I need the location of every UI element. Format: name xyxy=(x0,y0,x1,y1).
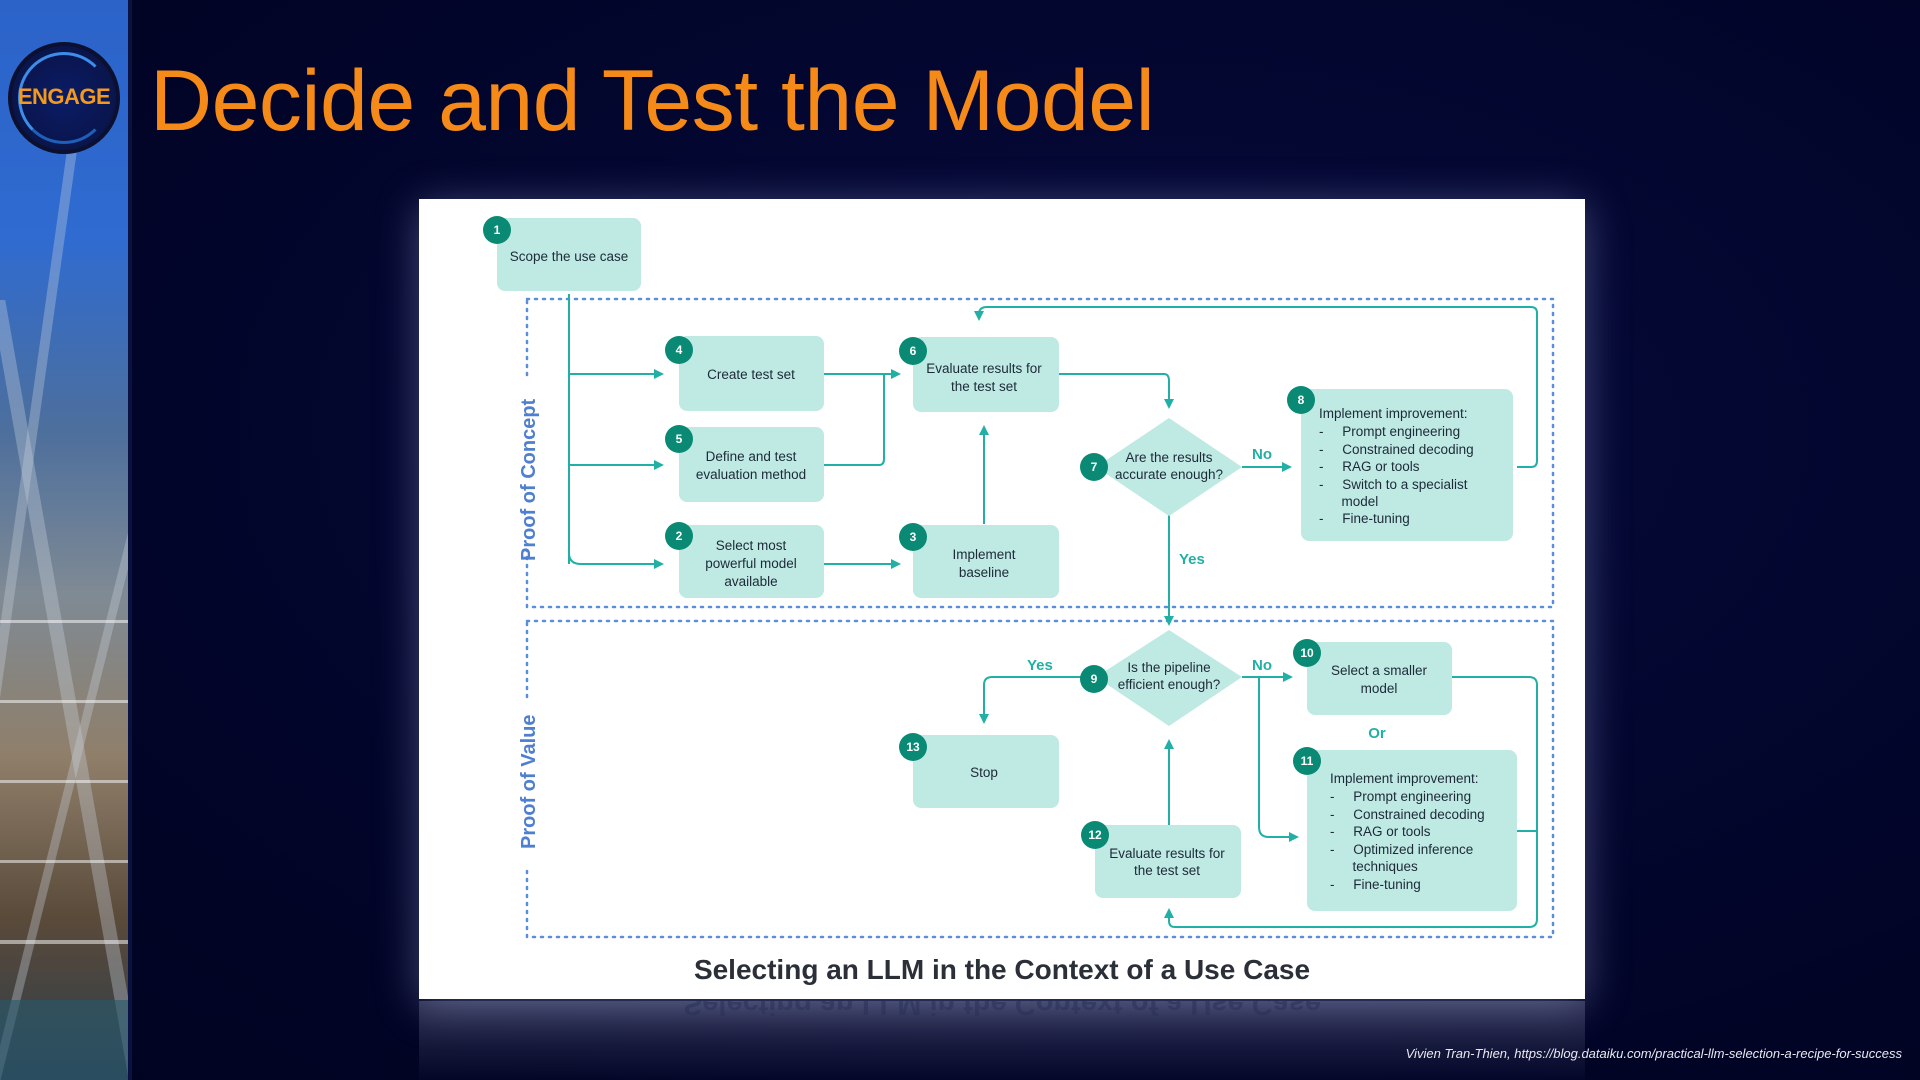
node-8-line-5: - Switch to a specialist xyxy=(1319,477,1468,492)
node-8-line-2: - Prompt engineering xyxy=(1319,424,1460,439)
node-5-line-2: evaluation method xyxy=(696,467,806,482)
diagram-reflection: Selecting an LLM in the Context of a Use… xyxy=(419,1001,1585,1080)
node-2-line-1: Select most xyxy=(716,538,787,553)
node-6-line-2: the test set xyxy=(951,379,1017,394)
node-4-badge: 4 xyxy=(676,343,683,357)
edge-label-no-9: No xyxy=(1252,657,1272,674)
node-7-decision: Are the results accurate enough? 7 xyxy=(1080,418,1242,516)
node-6-badge: 6 xyxy=(910,344,917,358)
zone-label-proof-of-value: Proof of Value xyxy=(518,715,540,849)
node-11-line-2: - Prompt engineering xyxy=(1330,789,1471,804)
node-6-line-1: Evaluate results for xyxy=(926,361,1042,376)
node-13-badge: 13 xyxy=(906,740,920,754)
node-9-line-2: efficient enough? xyxy=(1118,677,1221,692)
node-5-badge: 5 xyxy=(676,432,683,446)
node-8-line-6: model xyxy=(1319,494,1378,509)
node-6: Evaluate results for the test set 6 xyxy=(899,337,1059,412)
diagram-caption: Selecting an LLM in the Context of a Use… xyxy=(694,954,1310,985)
node-1: Scope the use case 1 xyxy=(483,216,641,291)
node-11-line-1: Implement improvement: xyxy=(1330,771,1479,786)
node-3: Implement baseline 3 xyxy=(899,523,1059,598)
reflection-caption: Selecting an LLM in the Context of a Use… xyxy=(682,1001,1322,1020)
node-8-line-4: - RAG or tools xyxy=(1319,459,1420,474)
node-2: Select most powerful model available 2 xyxy=(665,522,824,598)
node-5: Define and test evaluation method 5 xyxy=(665,425,824,502)
logo-text: ENGAGE xyxy=(17,84,111,109)
node-3-line-1: Implement xyxy=(952,547,1015,562)
node-10: Select a smaller model 10 xyxy=(1293,639,1452,715)
node-12-line-1: Evaluate results for xyxy=(1109,846,1225,861)
node-3-badge: 3 xyxy=(910,530,917,544)
node-2-badge: 2 xyxy=(676,529,683,543)
node-2-line-3: available xyxy=(724,574,777,589)
edge-label-yes-7: Yes xyxy=(1179,551,1205,568)
node-8-badge: 8 xyxy=(1298,393,1305,407)
node-3-line-2: baseline xyxy=(959,565,1009,580)
node-11: Implement improvement: - Prompt engineer… xyxy=(1293,747,1517,911)
node-9-badge: 9 xyxy=(1091,672,1098,686)
node-11-badge: 11 xyxy=(1301,754,1314,768)
node-10-badge: 10 xyxy=(1300,646,1314,660)
engage-logo: ENGAGE xyxy=(8,42,120,154)
node-12-badge: 12 xyxy=(1088,828,1102,842)
edge-label-no-7: No xyxy=(1252,446,1272,463)
zone-proof-of-value xyxy=(525,619,1555,939)
slide-title: Decide and Test the Model xyxy=(150,53,1155,149)
node-5-line-1: Define and test xyxy=(706,449,797,464)
node-11-line-4: - RAG or tools xyxy=(1330,824,1431,839)
node-8-line-1: Implement improvement: xyxy=(1319,406,1468,421)
node-4: Create test set 4 xyxy=(665,336,824,411)
node-13: Stop 13 xyxy=(899,733,1059,808)
node-7-badge: 7 xyxy=(1091,460,1098,474)
node-11-line-5: - Optimized inference xyxy=(1330,842,1473,857)
node-8-line-7: - Fine-tuning xyxy=(1319,511,1410,526)
node-1-badge: 1 xyxy=(494,223,501,237)
zone-label-proof-of-concept: Proof of Concept xyxy=(518,398,540,561)
node-4-line-1: Create test set xyxy=(707,367,795,382)
flowchart: Proof of Concept Proof of Value No Yes xyxy=(483,216,1555,985)
node-9-line-1: Is the pipeline xyxy=(1127,660,1210,675)
node-11-line-6: techniques xyxy=(1330,859,1418,874)
node-9-decision: Is the pipeline efficient enough? 9 xyxy=(1080,630,1242,726)
edge-label-or: Or xyxy=(1368,725,1386,742)
node-7-line-2: accurate enough? xyxy=(1115,467,1223,482)
diagram-card: Proof of Concept Proof of Value No Yes xyxy=(419,199,1585,999)
node-8-line-3: - Constrained decoding xyxy=(1319,442,1474,457)
node-10-line-2: model xyxy=(1361,681,1398,696)
decorative-building-strip xyxy=(0,0,130,1080)
node-11-line-7: - Fine-tuning xyxy=(1330,877,1421,892)
node-12-line-2: the test set xyxy=(1134,863,1200,878)
edges xyxy=(568,294,1538,928)
node-1-line-1: Scope the use case xyxy=(510,249,629,264)
edge-label-yes-9: Yes xyxy=(1027,657,1053,674)
node-8: Implement improvement: - Prompt engineer… xyxy=(1287,386,1513,541)
node-11-line-3: - Constrained decoding xyxy=(1330,807,1485,822)
node-13-line-1: Stop xyxy=(970,765,998,780)
node-7-line-1: Are the results xyxy=(1125,450,1212,465)
source-credit: Vivien Tran-Thien, https://blog.dataiku.… xyxy=(1405,1046,1902,1061)
node-10-line-1: Select a smaller xyxy=(1331,663,1428,678)
node-2-line-2: powerful model xyxy=(705,556,797,571)
logo-ring-icon xyxy=(18,52,110,144)
strip-divider xyxy=(128,0,132,1080)
node-12: Evaluate results for the test set 12 xyxy=(1081,821,1241,898)
